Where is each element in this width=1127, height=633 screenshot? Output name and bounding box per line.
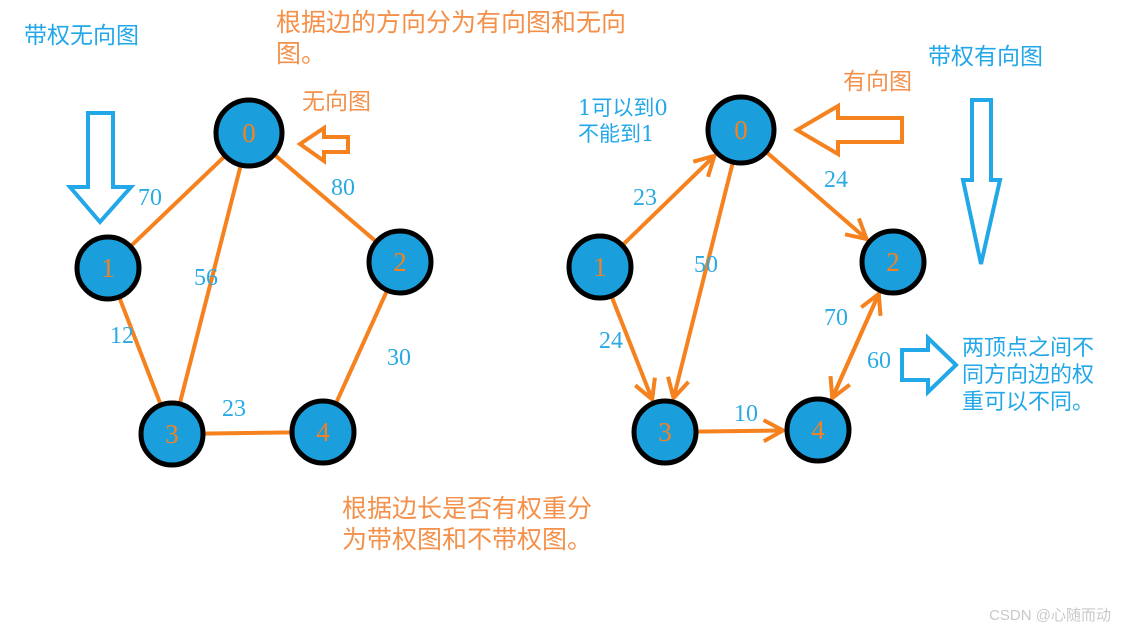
label-directed: 有向图 bbox=[843, 69, 912, 95]
note-one-to-zero: 1可以到0 不能到1 bbox=[578, 96, 668, 146]
orange-left-arrow-directed bbox=[793, 102, 904, 158]
graph-node-label: 2 bbox=[393, 247, 407, 277]
undirected-weight-labels: 70 80 56 12 30 23 bbox=[110, 175, 411, 422]
edge-weight: 56 bbox=[194, 265, 218, 291]
edge-weight: 70 bbox=[824, 305, 848, 331]
graph-node-label: 4 bbox=[316, 417, 330, 447]
edge-weight: 24 bbox=[599, 328, 623, 354]
directed-edges bbox=[608, 148, 884, 443]
graph-node-label: 1 bbox=[593, 252, 607, 282]
edge-weight: 23 bbox=[222, 396, 246, 422]
graph-node bbox=[289, 398, 357, 466]
edge-weight: 70 bbox=[138, 185, 162, 211]
graph-node bbox=[213, 97, 285, 169]
note-edge-direction: 根据边的方向分为有向图和无向 图。 bbox=[276, 8, 627, 68]
graph-node bbox=[366, 228, 434, 296]
edge-weight: 60 bbox=[867, 348, 891, 374]
blue-down-arrow-left bbox=[65, 111, 136, 226]
graph-node-label: 0 bbox=[734, 115, 748, 145]
graph-node-label: 4 bbox=[811, 415, 825, 445]
edge-weight: 23 bbox=[633, 185, 657, 211]
orange-left-arrow-undirected bbox=[296, 124, 350, 165]
graph-node bbox=[566, 233, 634, 301]
blue-right-arrow bbox=[900, 333, 959, 397]
edge-weight: 80 bbox=[331, 175, 355, 201]
watermark: CSDN @心随而动 bbox=[989, 607, 1111, 624]
label-weighted-directed: 带权有向图 bbox=[928, 44, 1043, 70]
graph-node-label: 1 bbox=[101, 253, 115, 283]
graph-node bbox=[631, 398, 699, 466]
graph-node-label: 2 bbox=[886, 247, 900, 277]
graph-node bbox=[859, 228, 927, 296]
undirected-edges bbox=[116, 151, 390, 436]
edge-weight: 50 bbox=[694, 252, 718, 278]
blue-down-arrow-right bbox=[960, 98, 1003, 265]
graph-node bbox=[705, 94, 777, 166]
graph-node bbox=[138, 400, 206, 468]
edge-weight: 10 bbox=[734, 401, 758, 427]
note-direction-weights: 两顶点之间不 同方向边的权 重可以不同。 bbox=[962, 336, 1095, 415]
graph-node-label: 3 bbox=[658, 417, 672, 447]
edge-weight: 12 bbox=[110, 323, 134, 349]
edge-weight: 30 bbox=[387, 345, 411, 371]
graph-node bbox=[74, 234, 142, 302]
label-undirected: 无向图 bbox=[302, 89, 371, 115]
directed-weight-labels: 23 24 50 24 70 60 10 bbox=[599, 167, 891, 427]
note-weighted-or-not: 根据边长是否有权重分 为带权图和不带权图。 bbox=[342, 494, 593, 554]
graph-node-label: 3 bbox=[165, 419, 179, 449]
graph-node bbox=[784, 396, 852, 464]
graph-node-label: 0 bbox=[242, 118, 256, 148]
label-weighted-undirected: 带权无向图 bbox=[24, 23, 139, 49]
edge-weight: 24 bbox=[824, 167, 848, 193]
